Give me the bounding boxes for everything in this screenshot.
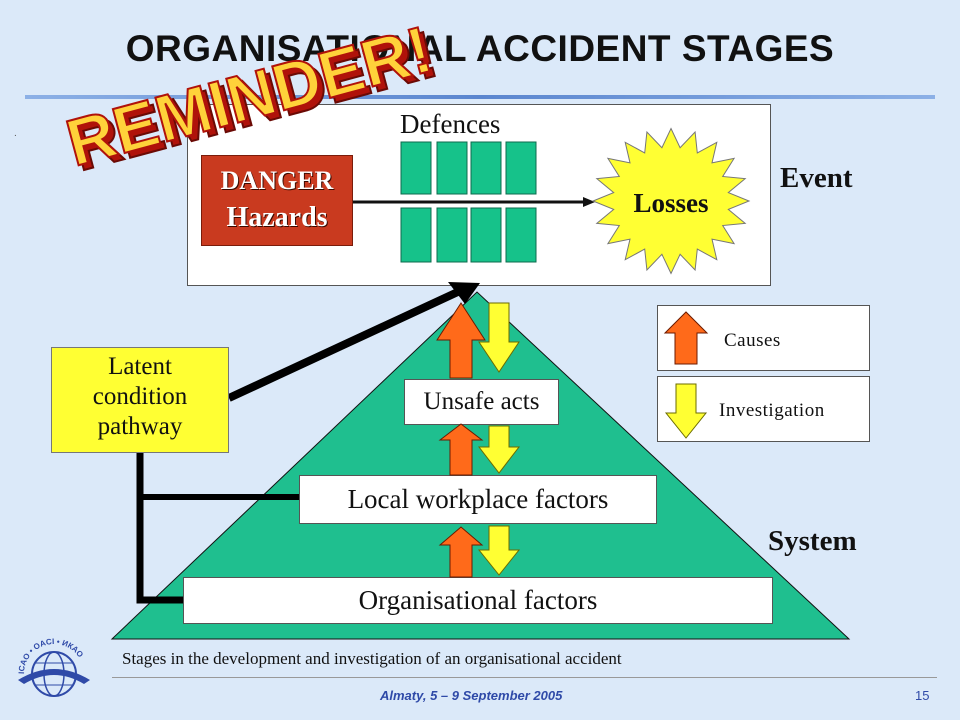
latent-pathway-connector [136, 453, 183, 604]
latent-line-3: pathway [97, 413, 183, 440]
cause-arrow-icon [438, 526, 484, 578]
cause-arrow-icon [436, 302, 486, 379]
defence-bars [400, 141, 537, 263]
defence-bar [400, 207, 432, 263]
investigation-arrow-icon [478, 302, 520, 373]
event-label: Event [780, 162, 853, 194]
system-label: System [768, 525, 857, 557]
legend-cause-arrow-icon [663, 311, 709, 365]
stray-dot: . [14, 128, 17, 139]
defence-bar [436, 141, 468, 195]
defence-bar [400, 141, 432, 195]
page-number: 15 [915, 688, 930, 703]
legend-investigation-label: Investigation [719, 400, 825, 421]
unsafe-acts-box: Unsafe acts [404, 379, 559, 425]
footer-location-date: Almaty, 5 – 9 September 2005 [380, 688, 563, 703]
defence-bar [505, 141, 537, 195]
defence-bar [436, 207, 468, 263]
losses-burst [591, 127, 751, 275]
defences-label: Defences [400, 109, 501, 139]
defence-bar [470, 141, 502, 195]
danger-label: DANGER [220, 166, 334, 195]
legend-causes-label: Causes [724, 330, 781, 351]
organisational-factors-box: Organisational factors [183, 577, 773, 624]
danger-box [201, 155, 353, 246]
local-workplace-factors-box: Local workplace factors [299, 475, 657, 524]
cause-arrow-icon [438, 423, 484, 476]
slide-title: ORGANISATIONAL ACCIDENT STAGES [125, 28, 835, 69]
system-pyramid [110, 291, 851, 640]
defence-bar [505, 207, 537, 263]
latent-line-1: Latent [108, 353, 172, 380]
defence-bar [470, 207, 502, 263]
logo-wings [18, 669, 90, 684]
latent-line-2: condition [92, 383, 188, 410]
footer-divider [112, 677, 937, 678]
latent-condition-box: Latent condition pathway [51, 347, 229, 453]
losses-label: Losses [633, 188, 708, 218]
reminder-stamp-text: REMINDER! [59, 12, 439, 180]
latent-pathway-arrowhead [448, 282, 480, 304]
icao-logo: ICAO • OACI • ИКАО [17, 637, 90, 697]
hazards-label: Hazards [226, 202, 328, 233]
diagram-caption: Stages in the development and investigat… [122, 649, 622, 668]
title-divider [25, 95, 935, 99]
legend-investigation-arrow-icon [664, 383, 708, 439]
investigation-arrow-icon [477, 425, 521, 474]
investigation-arrow-icon [477, 525, 521, 576]
latent-pathway-arrow-line [227, 286, 464, 402]
hazard-trajectory-arrowhead [583, 197, 595, 207]
